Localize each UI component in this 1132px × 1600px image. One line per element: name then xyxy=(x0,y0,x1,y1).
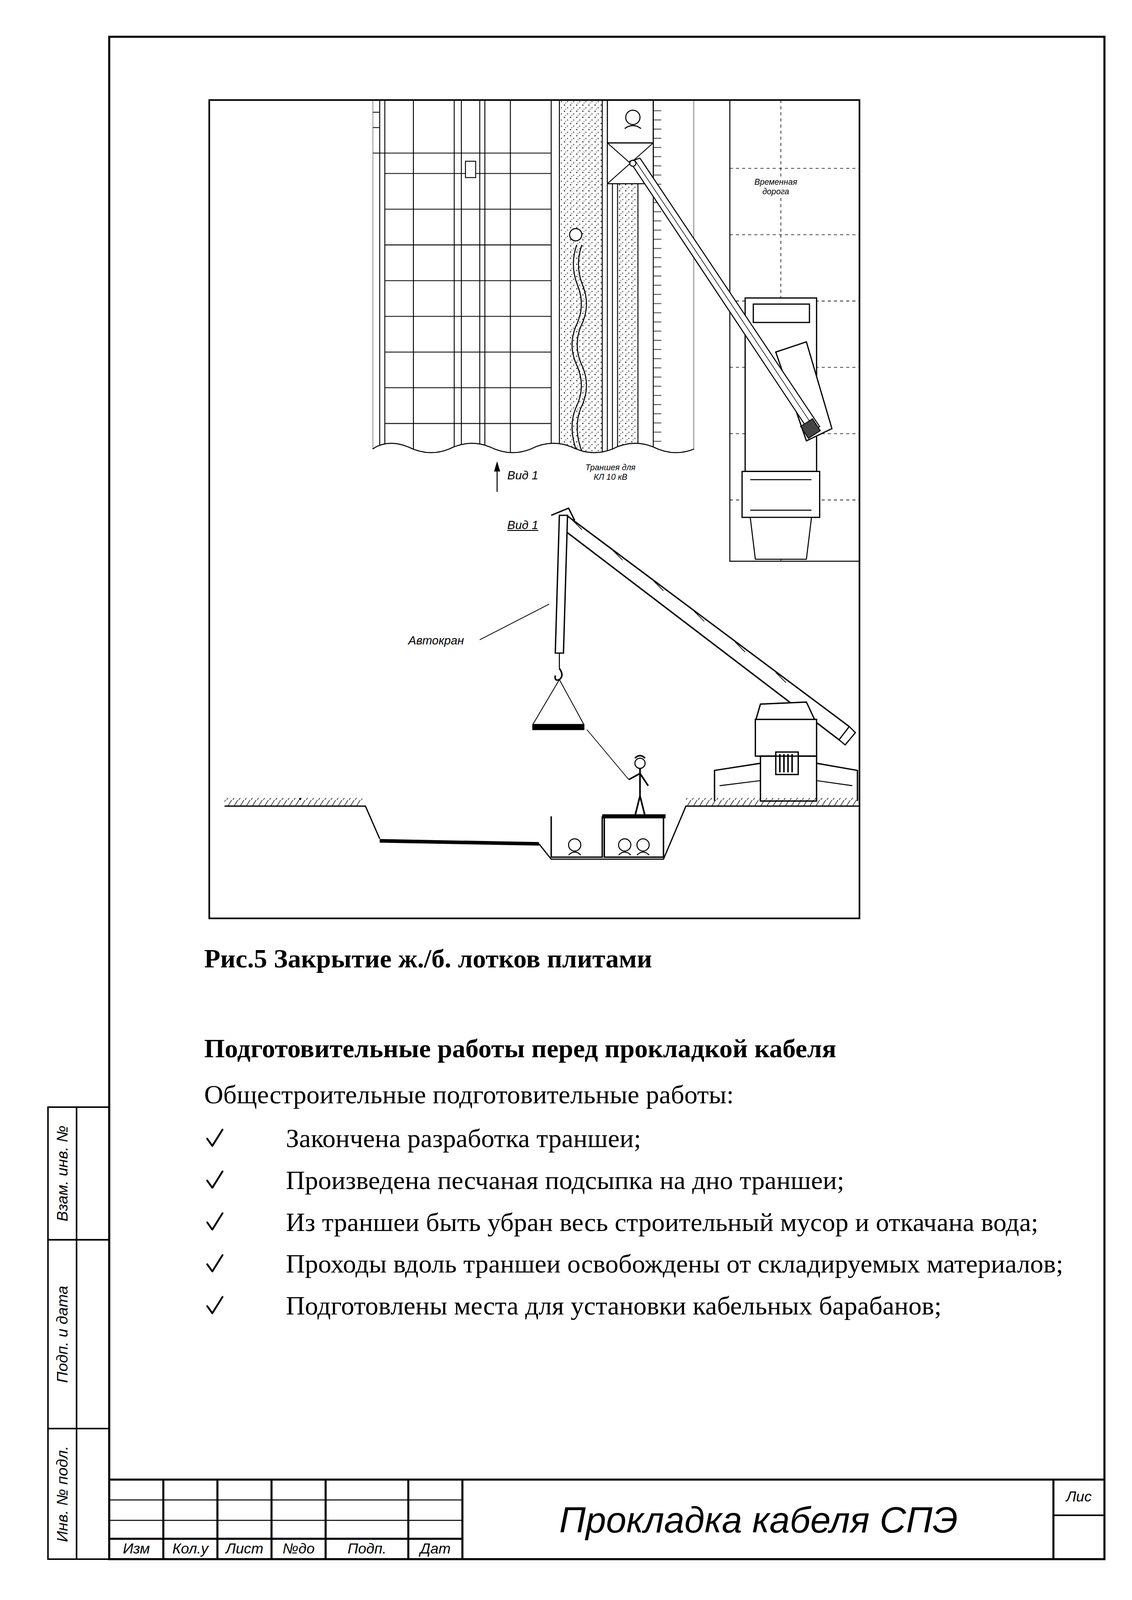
stamp-label: Взам. инв. № xyxy=(53,1125,72,1222)
crane-section xyxy=(224,508,860,860)
table-cell: Лист xyxy=(225,1540,264,1558)
list-item: Произведена песчаная подсыпка на дно тра… xyxy=(285,1165,845,1197)
title-block xyxy=(109,1480,1105,1560)
trench-label: Траншея для КЛ 10 кВ xyxy=(579,463,642,482)
body-text: Общестроительные подготовительные работы… xyxy=(203,1079,734,1111)
section-heading: Подготовительные работы перед прокладкой… xyxy=(203,1033,837,1065)
table-cell: Подп. xyxy=(347,1540,387,1558)
check-marks xyxy=(207,1130,223,1315)
list-item: Из траншеи быть убран весь строительный … xyxy=(285,1207,1039,1239)
trench-plan xyxy=(372,99,695,470)
figure-caption: Рис.5 Закрытие ж./б. лотков плитами xyxy=(203,944,653,975)
figure-frame xyxy=(209,99,860,919)
table-cell: Дат xyxy=(420,1540,451,1558)
road-label: Временная дорога xyxy=(747,177,804,197)
table-cell: Кол.у xyxy=(172,1540,209,1558)
sheet-label: Лис xyxy=(1066,1488,1092,1506)
list-item: Проходы вдоль траншеи освобождены от скл… xyxy=(285,1249,1064,1280)
list-item: Закончена разработка траншеи; xyxy=(285,1123,642,1155)
road-plan xyxy=(629,99,860,562)
table-cell: №до xyxy=(282,1540,315,1558)
view-label: Вид 1 xyxy=(507,469,539,483)
stamp-label: Подп. и дата xyxy=(53,1286,72,1384)
drawing-title: Прокладка кабеля СПЭ xyxy=(559,1499,958,1542)
sheet-frame xyxy=(47,36,1105,1560)
table-cell: Изм xyxy=(122,1540,150,1558)
list-item: Подготовлены места для установки кабельн… xyxy=(285,1291,942,1322)
view-title: Вид 1 xyxy=(507,518,539,533)
crane-label: Автокран xyxy=(408,634,465,648)
stamp-label: Инв. № подл. xyxy=(53,1446,72,1543)
view-arrow xyxy=(494,461,501,492)
break-line xyxy=(372,443,695,453)
